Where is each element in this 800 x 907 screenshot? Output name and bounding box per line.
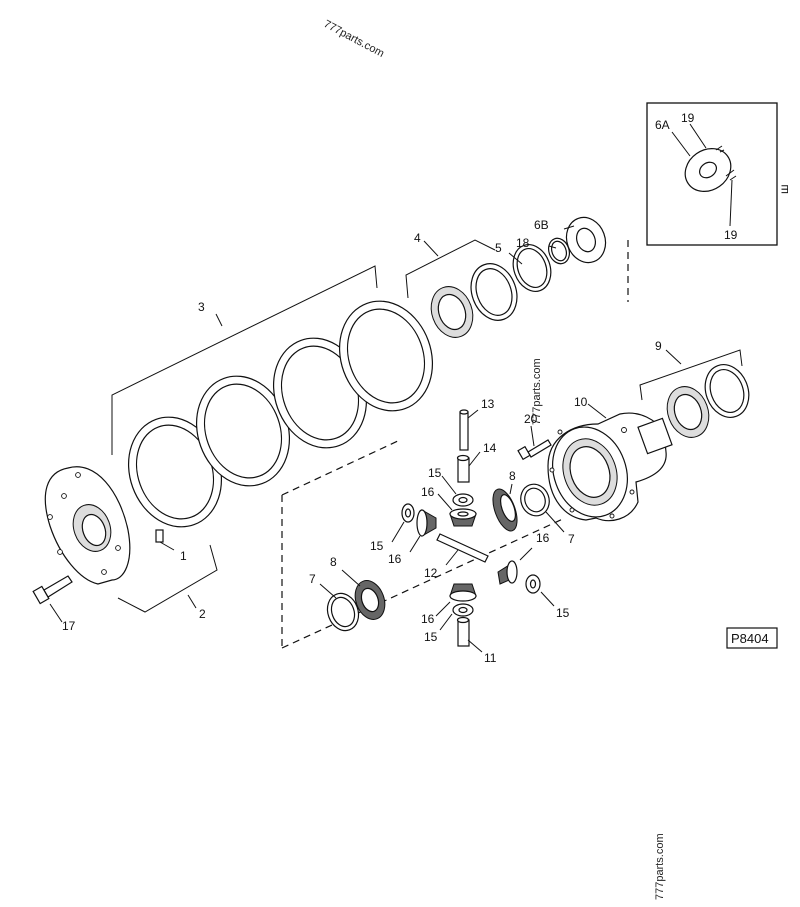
- figure-id-box: P8404: [726, 627, 778, 649]
- bracket-3: [111, 265, 378, 455]
- bracket-4: [405, 239, 496, 299]
- gasket-4: [338, 300, 434, 412]
- callout-10: 10: [574, 395, 588, 409]
- ring-6b: [565, 216, 607, 264]
- callout-6b: 6B: [534, 218, 549, 232]
- ring-18: [548, 237, 570, 265]
- bracket-2: [117, 544, 218, 613]
- thrust-washer-15-top: [441, 475, 474, 507]
- callout-19b: 19: [724, 228, 738, 242]
- callout-17: 17: [62, 619, 76, 633]
- callout-16-left: 16: [388, 552, 402, 566]
- pin-14: [456, 451, 481, 483]
- callout-20: 20: [524, 412, 538, 426]
- gasket-1: [127, 416, 223, 528]
- callout-9: 9: [655, 339, 662, 353]
- differential-case: [547, 412, 673, 522]
- side-gear-8-right: [492, 483, 518, 532]
- callout-4: 4: [414, 231, 421, 245]
- figure-id-label: P8404: [731, 631, 769, 646]
- watermark-bottom: 777parts.com: [654, 833, 666, 900]
- dowel-pin: [155, 529, 175, 551]
- callout-8-right: 8: [509, 469, 516, 483]
- cross-shaft-12: [436, 533, 489, 566]
- callout-15-left: 15: [370, 539, 384, 553]
- callout-15-right: 15: [556, 606, 570, 620]
- bearing-cone-9: [666, 386, 710, 438]
- watermark-top: 777parts.com: [322, 18, 386, 60]
- callout-2: 2: [199, 607, 206, 621]
- thrust-washer-15-left: [391, 503, 415, 543]
- callout-6a: 6A: [655, 118, 670, 132]
- bearing-cup-4: [470, 263, 518, 321]
- callout-11: 11: [484, 651, 497, 665]
- shim-5: [512, 244, 552, 292]
- callout-16-bottom: 16: [421, 612, 435, 626]
- bearing-cone-4: [430, 286, 474, 338]
- callout-3: 3: [198, 300, 205, 314]
- dashed-boundary-lower: [281, 439, 566, 649]
- pinion-gear-16-top: [437, 493, 477, 527]
- watermark-mid: 777parts.com: [531, 358, 543, 425]
- callout-19a: 19: [681, 111, 695, 125]
- callout-16-top: 16: [421, 485, 435, 499]
- callout-15-bottom: 15: [424, 630, 438, 644]
- callout-12: 12: [424, 566, 438, 580]
- callout-15-top: 15: [428, 466, 442, 480]
- callout-5: 5: [495, 241, 502, 255]
- callout-16-right: 16: [536, 531, 550, 545]
- thrust-washer-7-right: [520, 483, 565, 533]
- callout-8-left: 8: [330, 555, 337, 569]
- callout-13: 13: [481, 397, 495, 411]
- callout-1: 1: [180, 549, 187, 563]
- bearing-cup-9: [704, 364, 750, 418]
- inset-box-6a: [646, 102, 778, 246]
- thrust-washer-15-bottom: [439, 603, 474, 631]
- callout-7-left: 7: [309, 572, 316, 586]
- pinion-gear-16-right: [497, 547, 533, 585]
- edge-fragment: ш: [777, 184, 791, 194]
- bolt-20: [517, 425, 552, 461]
- thrust-washer-15-right: [525, 574, 555, 607]
- pinion-gear-16-left: [409, 509, 437, 553]
- bolt: [32, 575, 73, 623]
- bracket-9: [639, 349, 743, 401]
- flange-plate: [44, 466, 131, 585]
- callout-18: 18: [516, 236, 530, 250]
- pin-11: [456, 616, 483, 653]
- callout-7-right: 7: [568, 532, 575, 546]
- callout-14: 14: [483, 441, 497, 455]
- thrust-washer-7-left: [319, 583, 360, 632]
- pin-13: [459, 409, 479, 451]
- pinion-gear-16-bottom: [435, 583, 477, 617]
